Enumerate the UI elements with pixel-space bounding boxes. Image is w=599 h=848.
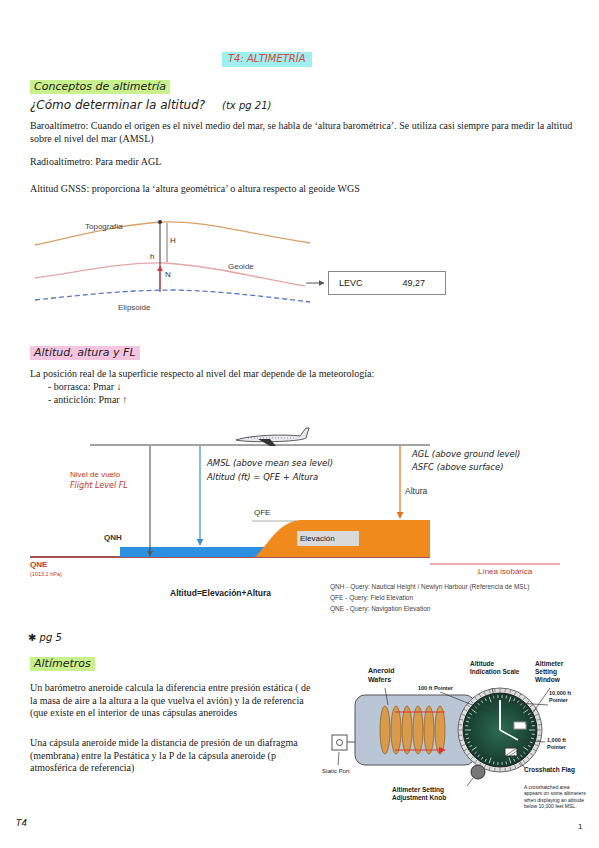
figure-label: (1013.2 hPa) — [30, 571, 62, 578]
annotation: ASFC (above surface) — [412, 462, 504, 473]
figure-label: Flight Level FL — [70, 481, 128, 491]
note: A crosshatched area appears on some alti… — [524, 784, 586, 809]
part-label: 100 ft Pointer — [418, 685, 453, 692]
paragraph: Altitud GNSS: proporciona la ‘altura geo… — [30, 183, 360, 196]
paragraph: Baroaltímetro: Cuando el origen es el ni… — [30, 120, 575, 145]
figure-label: H — [170, 236, 176, 246]
figure-label: Línea isobárica — [478, 567, 532, 577]
box-text: Elevación — [300, 534, 356, 543]
note: QFE - Query: Field Elevation — [330, 594, 413, 602]
figure-label: Elipsoide — [118, 303, 150, 313]
part-label: Altimeter Setting Window — [535, 660, 583, 684]
figure-label: Altura — [405, 486, 427, 497]
figure-label: QFE — [254, 508, 270, 518]
figure-label: Topografía — [85, 222, 123, 232]
figure-label: N — [165, 270, 171, 280]
note: ✱ pg 5 — [28, 632, 62, 645]
page-footer: T4 — [16, 818, 27, 829]
page-number: 1 — [578, 822, 582, 832]
annotation: AMSL (above mean sea level) — [207, 458, 333, 469]
figure-caption: Altitud=Elevación+Altura — [170, 588, 271, 599]
part-label: Aneroid Wafers — [368, 667, 413, 685]
paragraph: La posición real de la superficie respec… — [30, 368, 590, 381]
section-heading: Altímetros — [30, 657, 95, 671]
figure-label: h — [150, 252, 154, 262]
part-label: Altitude Indication Scale — [470, 660, 525, 676]
annotation: Altitud (ft) = QFE + Altura — [207, 472, 318, 483]
part-label: Crosshatch Flag — [524, 766, 579, 774]
section-heading: Altitud, altura y FL — [30, 346, 140, 360]
figure-label: Nivel de vuelo — [70, 470, 120, 480]
altitude-figure — [30, 428, 560, 564]
section-heading: Conceptos de altimetría — [30, 80, 170, 94]
geodesy-figure — [35, 220, 324, 302]
box-text: 49,27 — [402, 278, 425, 288]
note: QNE - Query: Navigation Elevation — [330, 605, 430, 613]
list-item: - borrasca: Pmar ↓ — [48, 381, 122, 394]
list-item: - anticiclón: Pmar ↑ — [48, 394, 127, 407]
part-label: Altimeter Setting Adjustment Knob — [392, 786, 467, 802]
note: (tx pg 21) — [222, 100, 271, 113]
figure-label: QNH — [104, 533, 122, 543]
figure-label: QNE — [30, 560, 47, 570]
figure-label: Geoide — [228, 262, 254, 272]
annotation: AGL (above ground level) — [412, 449, 520, 460]
part-label: 10,000 ft Pointer — [549, 690, 584, 704]
altimeter-figure — [332, 688, 550, 786]
value-box: LEVC 49,27 — [328, 271, 446, 295]
elevation-box: Elevación — [297, 531, 359, 546]
part-label: 1,000 ft Pointer — [547, 737, 579, 751]
paragraph: Una cápsula aneroide mide la distancia d… — [30, 737, 320, 775]
page-title: T4: ALTIMETRÍA — [222, 52, 312, 67]
subheading: ¿Cómo determinar la altitud? — [30, 98, 205, 113]
paragraph: Un barómetro aneroide calcula la diferen… — [30, 682, 320, 720]
paragraph: Radioaltímetro: Para medir AGL — [30, 156, 161, 169]
note: QNH - Query: Nautical Height / Newlyn Ha… — [330, 583, 529, 591]
box-text: LEVC — [339, 278, 363, 288]
part-label: Static Port — [322, 768, 350, 776]
